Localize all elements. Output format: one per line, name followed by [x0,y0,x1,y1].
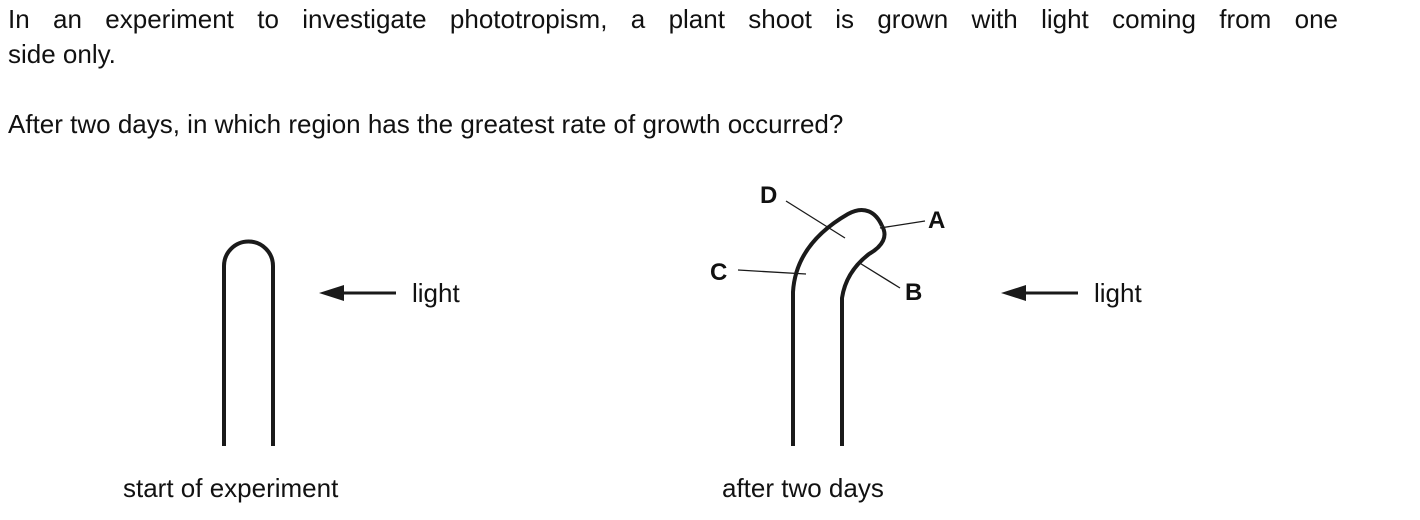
leader-line-a [879,220,926,229]
region-label-a: A [928,207,945,234]
caption-start: start of experiment [123,473,339,503]
bent-shoot-outer-edge [791,208,884,446]
light-arrow-left-panel [319,285,396,301]
region-label-d: D [760,182,777,209]
region-label-c: C [710,259,727,286]
question-stem: In an experiment to investigate phototro… [8,2,1338,72]
region-label-b: B [905,279,922,306]
question-stem-line-2: side only. [8,39,116,69]
start-panel: light start of experiment [123,239,460,503]
caption-after: after two days [722,473,884,503]
question-prompt: After two days, in which region has the … [8,109,844,139]
leader-line-d [785,200,846,239]
after-panel: D A C B light after two days [710,182,1142,503]
leader-line-b [857,261,901,289]
light-label-left: light [412,278,460,308]
question-stem-line-1: In an experiment to investigate phototro… [8,4,1338,34]
light-label-right: light [1094,278,1142,308]
light-arrow-right-panel [1001,285,1078,301]
straight-shoot [222,239,275,446]
bent-shoot-inner-edge [840,224,887,446]
leader-line-c [737,269,807,275]
